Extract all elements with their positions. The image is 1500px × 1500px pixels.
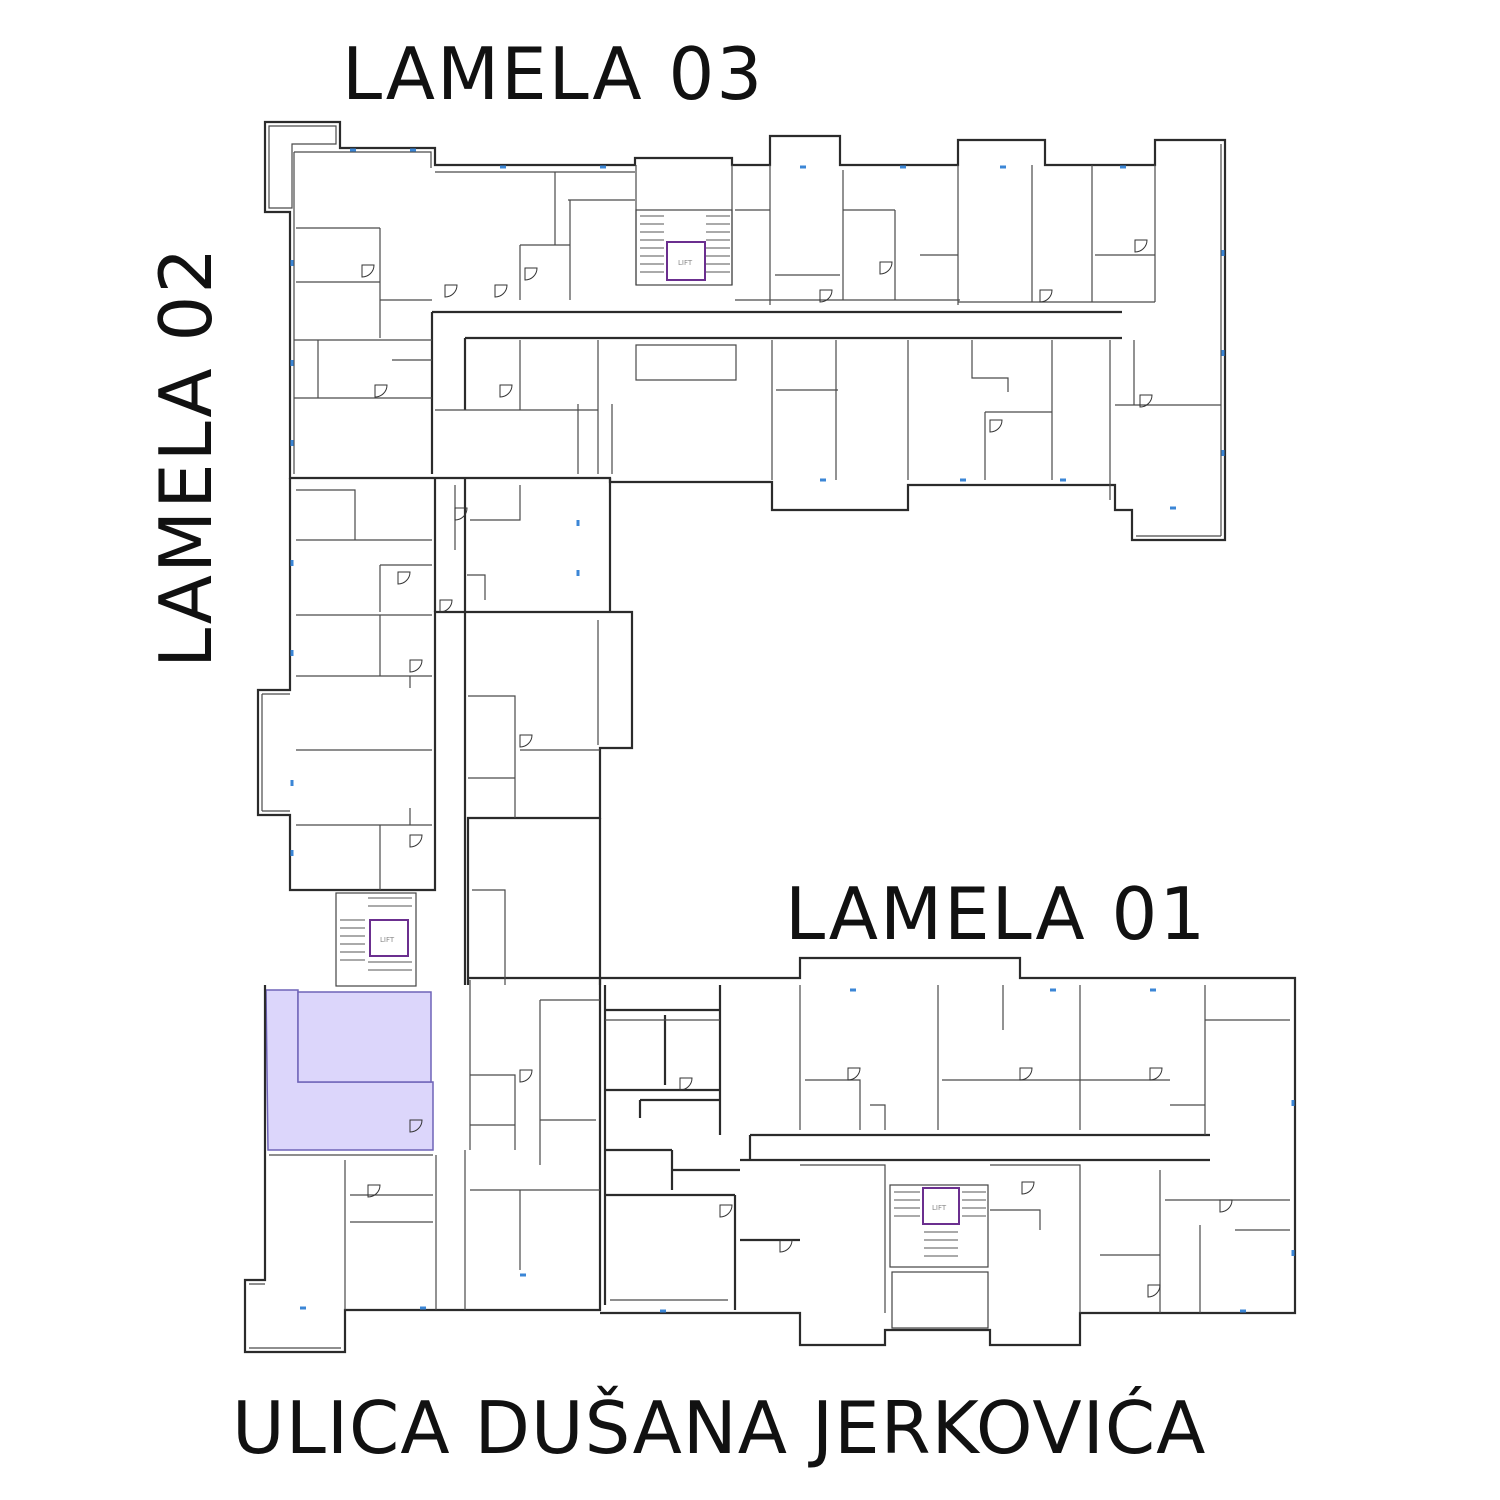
- windows: [290, 148, 1295, 1313]
- lift-label-lamela-03: LIFT: [678, 259, 693, 267]
- doors: [361, 239, 1233, 1298]
- street-name-label: ULICA DUŠANA JERKOVIĆA: [232, 1386, 1207, 1470]
- lift-label-lamela-01: LIFT: [932, 1204, 947, 1212]
- lamela-02-stairwell: [335, 892, 417, 987]
- highlighted-apartment[interactable]: [265, 989, 434, 1151]
- lamela-01-wing: [243, 889, 1297, 1354]
- lift-label-lamela-02: LIFT: [380, 936, 395, 944]
- lamela-01-stairwell: [889, 1184, 989, 1329]
- lamela-03-stairwell: [635, 209, 733, 286]
- lamela-03-label: LAMELA 03: [342, 32, 765, 116]
- lift-labels: LIFT LIFT LIFT: [380, 259, 947, 1212]
- lamela-01-label: LAMELA 01: [785, 872, 1208, 956]
- lamela-03-wing: [263, 120, 1227, 542]
- lamela-02-label: LAMELA 02: [144, 245, 228, 668]
- lamela-02-wing: [256, 478, 634, 987]
